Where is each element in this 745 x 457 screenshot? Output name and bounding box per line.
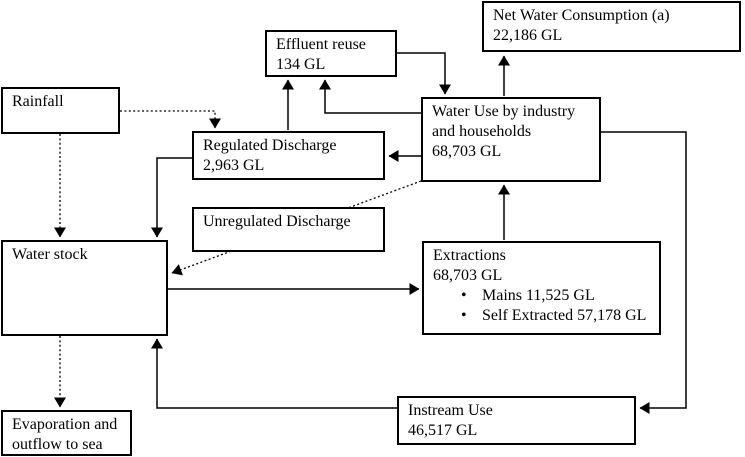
extractions-label: Extractions bbox=[433, 247, 506, 264]
node-water-use: Water Use by industry and households 68,… bbox=[421, 97, 601, 182]
extractions-bullet-self-extracted: • Self Extracted 57,178 GL bbox=[433, 306, 655, 326]
node-water-stock: Water stock bbox=[1, 240, 168, 336]
connector-water-use-to-instream-use bbox=[601, 131, 687, 414]
connector-effluent-reuse-to-water-use bbox=[397, 52, 451, 95]
extractions-value: 68,703 GL bbox=[433, 267, 503, 284]
connector-rainfall-to-regulated-discharge bbox=[120, 110, 221, 129]
unregulated-discharge-label: Unregulated Discharge bbox=[203, 213, 351, 230]
water-stock-label: Water stock bbox=[12, 246, 88, 263]
instream-use-value: 46,517 GL bbox=[408, 422, 478, 439]
extractions-bullet-mains: • Mains 11,525 GL bbox=[433, 286, 655, 306]
node-evaporation-outflow: Evaporation and outflow to sea bbox=[1, 410, 132, 456]
regulated-discharge-value: 2,963 GL bbox=[203, 157, 265, 174]
node-effluent-reuse: Effluent reuse 134 GL bbox=[265, 30, 397, 77]
rainfall-label: Rainfall bbox=[12, 93, 64, 110]
water-use-value: 68,703 GL bbox=[432, 143, 502, 160]
effluent-reuse-value: 134 GL bbox=[276, 56, 326, 73]
extractions-bullet-self-extracted-text: Self Extracted 57,178 GL bbox=[482, 307, 647, 324]
bullet-icon: • bbox=[461, 307, 467, 324]
node-regulated-discharge: Regulated Discharge 2,963 GL bbox=[192, 131, 385, 180]
node-rainfall: Rainfall bbox=[1, 87, 120, 134]
node-instream-use: Instream Use 46,517 GL bbox=[397, 396, 636, 445]
node-unregulated-discharge: Unregulated Discharge bbox=[192, 207, 385, 252]
node-extractions: Extractions 68,703 GL • Mains 11,525 GL … bbox=[422, 241, 661, 335]
evaporation-label-line1: Evaporation and bbox=[12, 416, 118, 433]
water-use-label-line1: Water Use by industry bbox=[432, 103, 576, 120]
node-net-water-consumption: Net Water Consumption (a) 22,186 GL bbox=[482, 1, 741, 52]
effluent-reuse-label: Effluent reuse bbox=[276, 36, 366, 53]
instream-use-label: Instream Use bbox=[408, 402, 493, 419]
regulated-discharge-label: Regulated Discharge bbox=[203, 137, 337, 154]
connector-instream-use-to-water-stock bbox=[151, 338, 397, 409]
connector-water-use-to-effluent-reuse bbox=[319, 79, 421, 114]
bullet-icon: • bbox=[461, 287, 467, 304]
extractions-bullet-mains-text: Mains 11,525 GL bbox=[482, 287, 595, 304]
net-water-consumption-label: Net Water Consumption (a) bbox=[493, 7, 670, 24]
net-water-consumption-value: 22,186 GL bbox=[493, 27, 563, 44]
water-use-label-line2: and households bbox=[432, 123, 532, 140]
connector-regulated-discharge-to-water-stock bbox=[151, 157, 192, 238]
evaporation-label-line2: outflow to sea bbox=[12, 436, 103, 453]
